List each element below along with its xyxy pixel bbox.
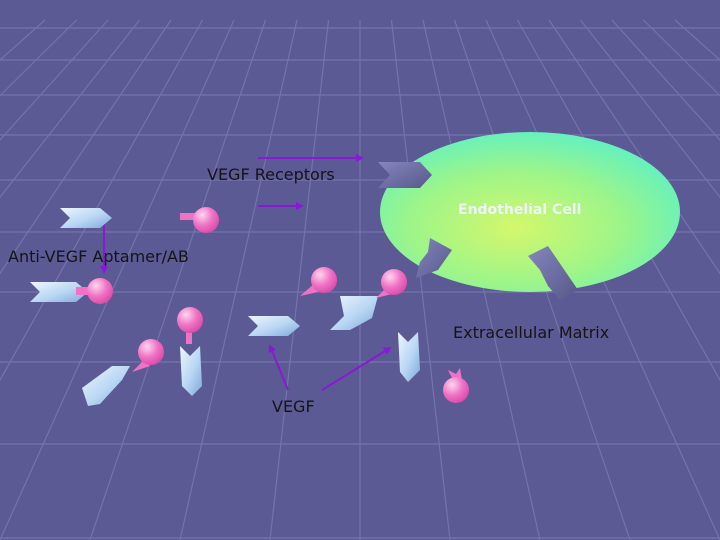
vegf-molecule-1 bbox=[60, 208, 112, 228]
perspective-grid bbox=[0, 19, 720, 540]
aptamer-4 bbox=[376, 269, 407, 298]
vegf-molecule-6 bbox=[180, 346, 202, 396]
vegf-molecule-2 bbox=[30, 282, 88, 302]
endothelial-cell-body bbox=[380, 132, 680, 292]
label-vegf: VEGF bbox=[272, 397, 315, 416]
vegf-molecule-3 bbox=[248, 316, 300, 336]
vegf-molecule-5 bbox=[82, 366, 130, 406]
vegf-molecule-7 bbox=[398, 332, 420, 382]
label-vegf-receptors: VEGF Receptors bbox=[207, 165, 335, 184]
receptor-top bbox=[378, 162, 432, 188]
aptamer-2 bbox=[76, 278, 113, 304]
aptamer-7 bbox=[443, 368, 469, 403]
anti-vegf-aptamers bbox=[76, 207, 469, 403]
endothelial-cell bbox=[380, 132, 680, 292]
label-endothelial-cell: Endothelial Cell bbox=[458, 202, 581, 218]
aptamer-3 bbox=[300, 267, 337, 296]
label-extracellular-matrix: Extracellular Matrix bbox=[453, 323, 609, 342]
arrow-vegf-right bbox=[321, 346, 392, 391]
aptamer-6 bbox=[132, 339, 164, 372]
vegf-receptors bbox=[378, 162, 578, 300]
receptor-left bbox=[416, 238, 452, 278]
arrow-vegf-left bbox=[268, 344, 289, 391]
aptamer-1 bbox=[180, 207, 219, 233]
pointer-arrows bbox=[100, 154, 392, 391]
aptamer-5 bbox=[177, 307, 203, 344]
label-anti-vegf-aptamer: Anti-VEGF Aptamer/AB bbox=[8, 247, 189, 266]
vegf-molecules bbox=[30, 208, 420, 406]
vegf-molecule-4 bbox=[330, 296, 378, 330]
receptor-right bbox=[528, 246, 578, 300]
